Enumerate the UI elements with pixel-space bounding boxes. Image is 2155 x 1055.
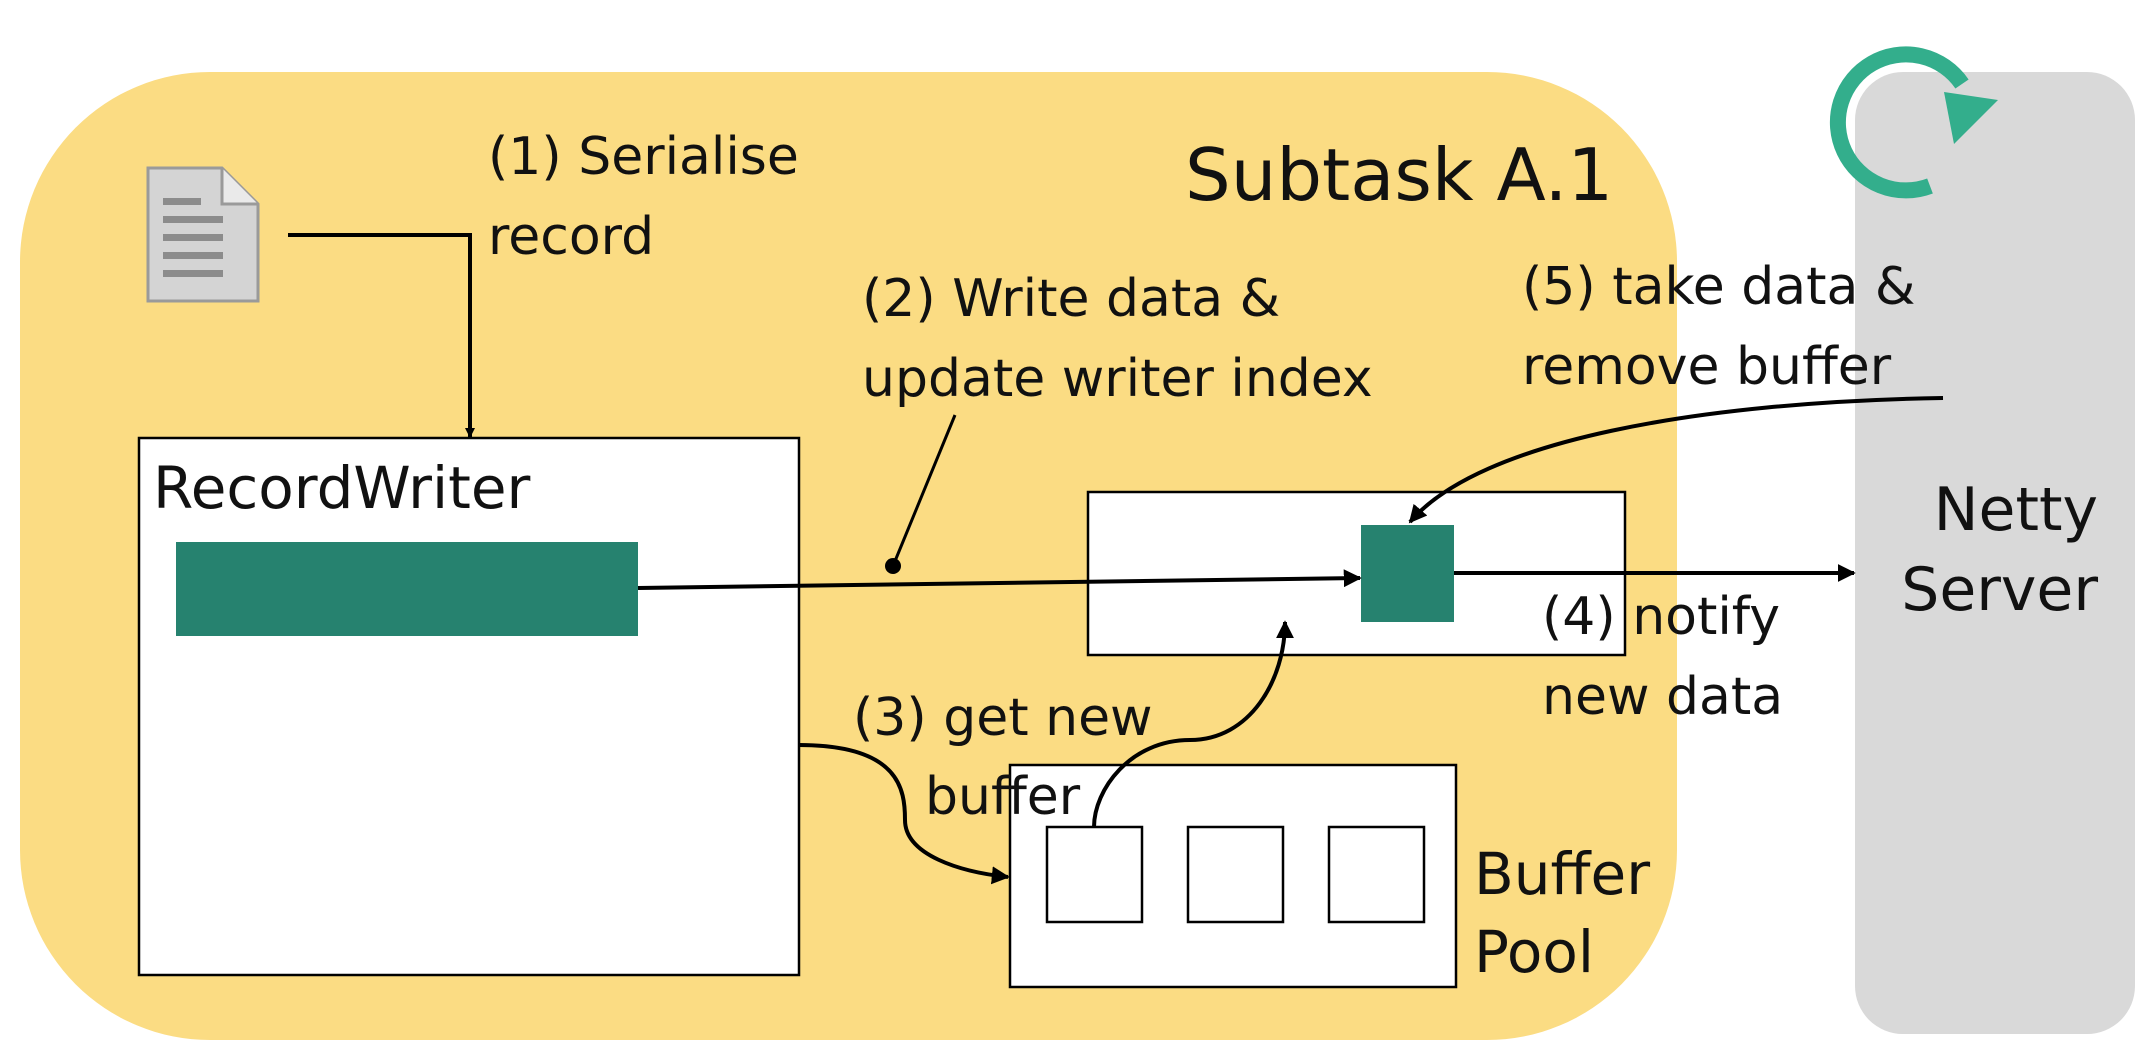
- step2-label-line1: (2) Write data &: [862, 269, 1280, 329]
- buffer-pool-label-line2: Pool: [1474, 918, 1594, 986]
- netty-server-region: [1855, 72, 2135, 1034]
- subtask-title: Subtask A.1: [1185, 133, 1613, 217]
- step5-label-line1: (5) take data &: [1522, 257, 1915, 317]
- step4-label-line1: (4) notify: [1542, 587, 1780, 647]
- step5-label-line2: remove buffer: [1522, 337, 1892, 397]
- step1-label-line2: record: [488, 207, 654, 267]
- netty-server-label-line1: Netty: [1934, 475, 2098, 545]
- record-writer-box: [137, 436, 801, 977]
- take-data-arrow: [1408, 396, 1944, 524]
- netty-server-label-line2: Server: [1901, 555, 2098, 625]
- write-data-callout: [891, 414, 957, 567]
- serialized-record-bar: [176, 542, 638, 636]
- get-buffer-arrow: [798, 743, 1010, 885]
- pool-buffer-slot: [1045, 825, 1144, 924]
- record-writer-label: RecordWriter: [153, 454, 531, 522]
- queued-buffer: [1361, 525, 1454, 622]
- step4-label-line2: new data: [1542, 667, 1783, 727]
- pool-buffer-slot: [1327, 825, 1426, 924]
- step3-label-line1: (3) get new: [853, 688, 1153, 748]
- step3-label-line2: buffer: [925, 767, 1081, 827]
- buffer-to-queue-arrow: [1092, 620, 1294, 828]
- step1-label-line1: (1) Serialise: [488, 127, 799, 187]
- buffer-pool-label-line1: Buffer: [1474, 840, 1650, 908]
- document-icon: [146, 166, 260, 303]
- refresh-arrow-icon: [1829, 46, 1998, 199]
- serialise-arrow: [288, 233, 475, 438]
- write-data-arrow: [637, 569, 1362, 590]
- step2-label-line2: update writer index: [862, 349, 1373, 409]
- pool-buffer-slot: [1186, 825, 1285, 924]
